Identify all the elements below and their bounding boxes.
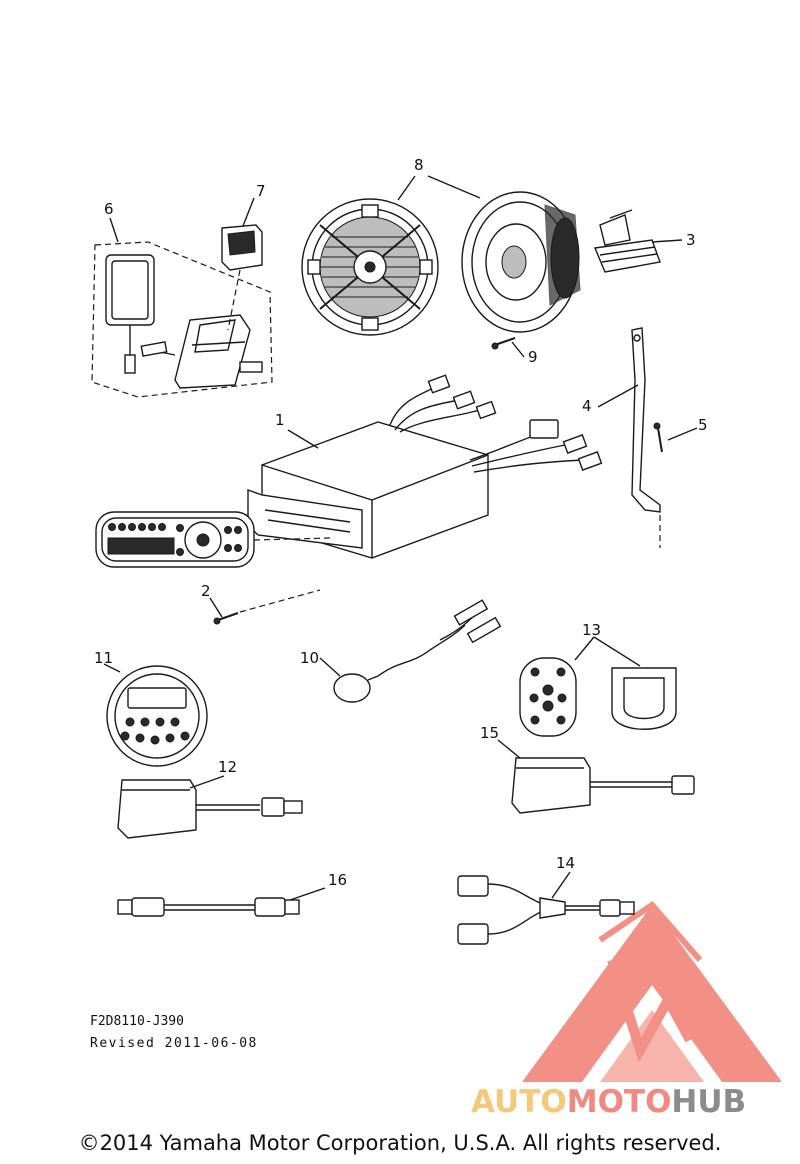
callout-4: 4 [582,397,592,415]
watermark-text-hub: HUB [671,1084,746,1120]
part-7-holder [221,224,263,331]
callout-11: 11 [94,649,113,667]
watermark-logo [522,901,782,1082]
watermark-triangle-icon [522,905,782,1082]
callout-16: 16 [328,871,347,889]
callout-8: 8 [414,156,424,174]
part-15-module [511,757,695,814]
part-1-stereo-unit [247,374,603,559]
part-5-screw [653,422,663,453]
part-16-cable [117,897,300,917]
callout-14: 14 [556,854,575,872]
watermark-text-moto: MOTO [567,1084,672,1120]
diagram-code: F2D8110-J390 [90,1014,184,1029]
callout-12: 12 [218,758,237,776]
part-11-round-display [106,665,208,767]
watermark-brand-text: AUTOMOTOHUB [471,1084,746,1120]
callout-2: 2 [201,582,211,600]
part-9-screw [491,337,516,350]
callout-5: 5 [698,416,708,434]
watermark-text-auto: AUTO [471,1084,567,1120]
svg-text:AUTOMOTOHUB: AUTOMOTOHUB [471,1084,746,1120]
part-6-antenna-kit [91,241,273,398]
callout-10: 10 [300,649,319,667]
callout-9: 9 [528,348,538,366]
stereo-face-plate [95,511,331,568]
part-14-y-cable [457,875,635,945]
callout-3: 3 [686,231,696,249]
callout-13: 13 [582,621,601,639]
part-12-module [117,779,303,839]
copyright-notice: ©2014 Yamaha Motor Corporation, U.S.A. A… [79,1131,722,1155]
part-8-speaker-grille [301,198,439,336]
callout-1: 1 [275,411,285,429]
callout-7: 7 [256,182,266,200]
part-3-connector [594,209,661,273]
callout-labels: 1 2 3 4 5 6 7 8 9 10 11 12 13 14 15 16 [94,156,708,889]
part-4-bracket [631,327,661,548]
callout-6: 6 [104,200,114,218]
revision-date: Revised 2011-06-08 [90,1036,258,1051]
callout-15: 15 [480,724,499,742]
part-10-cable-assembly [333,599,502,703]
leader-lines [103,175,698,901]
part-2-screw [213,589,321,625]
part-13-remote [519,657,677,737]
part-8-speaker-body [461,191,581,333]
